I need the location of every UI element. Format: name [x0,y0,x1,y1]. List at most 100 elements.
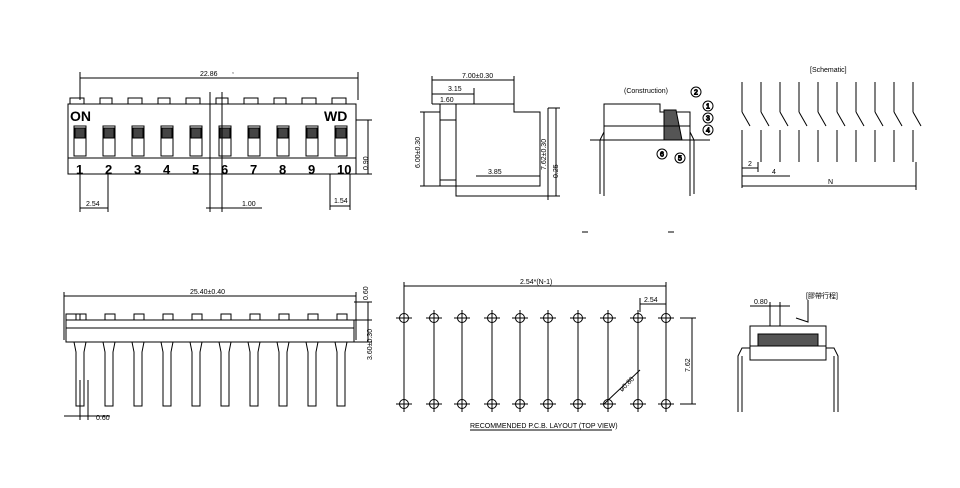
callout-label: 4 [706,128,710,135]
side-view [420,76,560,200]
pcb-layout [396,282,696,431]
schematic-contact [912,111,922,127]
pitch-dim: 2.54 [86,201,100,208]
schematic-contact [893,111,903,127]
pin-top [336,313,348,321]
pin-width-dim: 0.60 [96,415,110,422]
callout-label: 2 [694,90,698,97]
switch-actuator [103,127,115,139]
thick-dim: 0.25 [553,164,560,178]
pin-lead [102,341,116,407]
pin-top [162,313,174,321]
switch-actuator [219,127,231,139]
callout-circle [674,152,686,164]
callout-circle [702,124,714,136]
switch-window [189,125,203,157]
callout-label: 1 [706,104,710,111]
pin-top [191,313,203,321]
switch-window [73,125,87,157]
pin-lead [189,341,203,407]
tick-mark: , [232,68,234,75]
detail-note: [膠帶行程] [806,291,838,300]
schematic-contact [779,111,789,127]
pin-view [63,292,372,420]
switch-actuator [248,127,260,139]
pin-lead [276,341,290,407]
pcb-hole-dim: ø0.80 [618,376,636,394]
schematic-contact [836,111,846,127]
switch-actuator [74,127,86,139]
schematic-contact [760,111,770,127]
pin-height-dim: 3.60±0.30 [367,329,374,360]
switch-window [160,125,174,157]
side-height-dim: 6.00±0.30 [415,137,422,168]
pin-length-dim: 25.40±0.40 [190,289,225,296]
pcb-pitch-formula: 2.54*(N-1) [520,279,552,286]
position-label: 8 [279,162,286,177]
schematic-contact [855,111,865,127]
pin-top [307,313,319,321]
position-label: 4 [163,162,171,177]
pcb-row-dim: 7.62 [685,358,692,372]
pin-top [220,313,232,321]
switch-window [218,125,232,157]
switch-window [102,125,116,157]
switch-actuator [161,127,173,139]
pin-top [75,313,87,321]
callout-label: 6 [660,152,664,159]
overall-dim: 22.86 [200,71,218,78]
pin-dim: 1.00 [242,201,256,208]
height-dim: 0.90 [363,156,370,170]
position-label: 7 [250,162,257,177]
position-label: 2 [105,162,112,177]
side-detail [737,300,839,412]
schematic-contact [817,111,827,127]
schematic-view [741,82,922,190]
schematic-dim-2: 2 [748,161,752,168]
pcb-caption: RECOMMENDED P.C.B. LAYOUT (TOP VIEW) [470,423,618,430]
on-label: ON [70,108,91,124]
position-label: 9 [308,162,315,177]
switch-actuator [306,127,318,139]
pin-lead [305,341,319,407]
position-label: 3 [134,162,141,177]
dim-a: 3.15 [448,86,462,93]
switch-actuator [277,127,289,139]
position-label: 10 [337,162,351,177]
pin-lead [247,341,261,407]
position-label: 5 [192,162,199,177]
callout-circle [702,112,714,124]
pin-top-dim: 0.60 [363,286,370,300]
position-label: 1 [76,162,83,177]
pin-lead [160,341,174,407]
switch-window [131,125,145,157]
detail-dim: 0.80 [754,299,768,306]
schematic-contact [741,111,751,127]
pcb-pitch-dim: 2.54 [644,297,658,304]
pin-top [278,313,290,321]
callout-label: 5 [678,156,682,163]
switch-actuator [190,127,202,139]
callout-circle [702,100,714,112]
schematic-title: [Schematic] [810,67,847,74]
pin-lead [218,341,232,407]
dim-b: 1.60 [440,97,454,104]
edge-dim: 1.54 [334,198,348,205]
pin-top [133,313,145,321]
schematic-contact [798,111,808,127]
wd-label: WD [324,108,347,124]
front-view [67,72,372,212]
switch-actuator [132,127,144,139]
schematic-contact [874,111,884,127]
callout-circle [690,86,702,98]
pin-span-dim: 7.62±0.30 [541,139,548,170]
bottom-dim: 3.85 [488,169,502,176]
switch-window [334,125,348,157]
switch-window [276,125,290,157]
switch-actuator [335,127,347,139]
construction-title: (Construction) [624,88,668,95]
pin-top [249,313,261,321]
callout-circle [656,148,668,160]
